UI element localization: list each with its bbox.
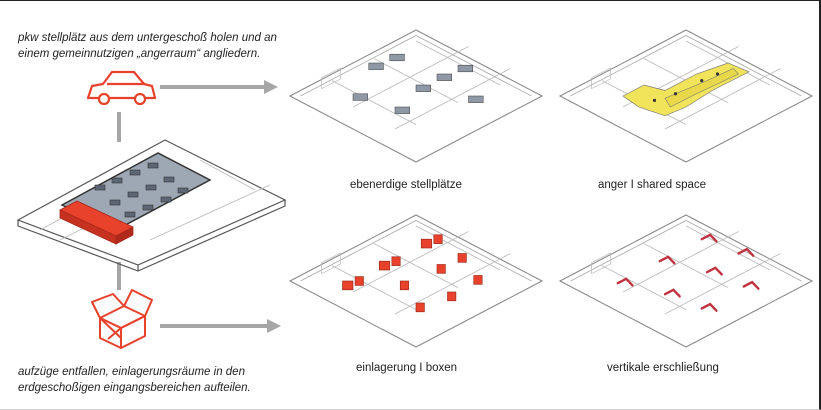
- bottom-caption-line-1: aufzüge entfallen, einlagerungsräume in …: [18, 366, 245, 378]
- plan-parking: [289, 29, 543, 163]
- arrow-bottom-head: [267, 319, 281, 333]
- bottom-caption-line-2: erdgeschoßigen eingangsbereichen aufteil…: [18, 382, 251, 394]
- panel-label-shared-space: anger I shared space: [598, 179, 707, 191]
- bottom-caption: aufzüge entfallen, einlagerungsräume in …: [18, 364, 251, 396]
- top-caption: pkw stellplätz aus dem untergeschoß hole…: [18, 30, 277, 62]
- plan-vertical-access: [559, 214, 813, 348]
- top-caption-line-1: pkw stellplätz aus dem untergeschoß hole…: [18, 32, 277, 44]
- car-icon: [86, 70, 157, 106]
- panel-label-parking: ebenerdige stellplätze: [350, 179, 462, 191]
- open-box-icon: [91, 289, 153, 349]
- top-caption-line-2: einem gemeinnutzigen „angerraum“ anglied…: [18, 48, 261, 60]
- panel-label-vertical-access: vertikale erschließung: [607, 362, 719, 374]
- central-building-model: [16, 139, 287, 272]
- connectors: [117, 80, 281, 333]
- plan-shared-space: [559, 29, 813, 163]
- panel-label-storage-boxes: einlagerung I boxen: [356, 362, 458, 374]
- plan-storage-boxes: [289, 214, 543, 348]
- arrow-top-head: [264, 80, 278, 94]
